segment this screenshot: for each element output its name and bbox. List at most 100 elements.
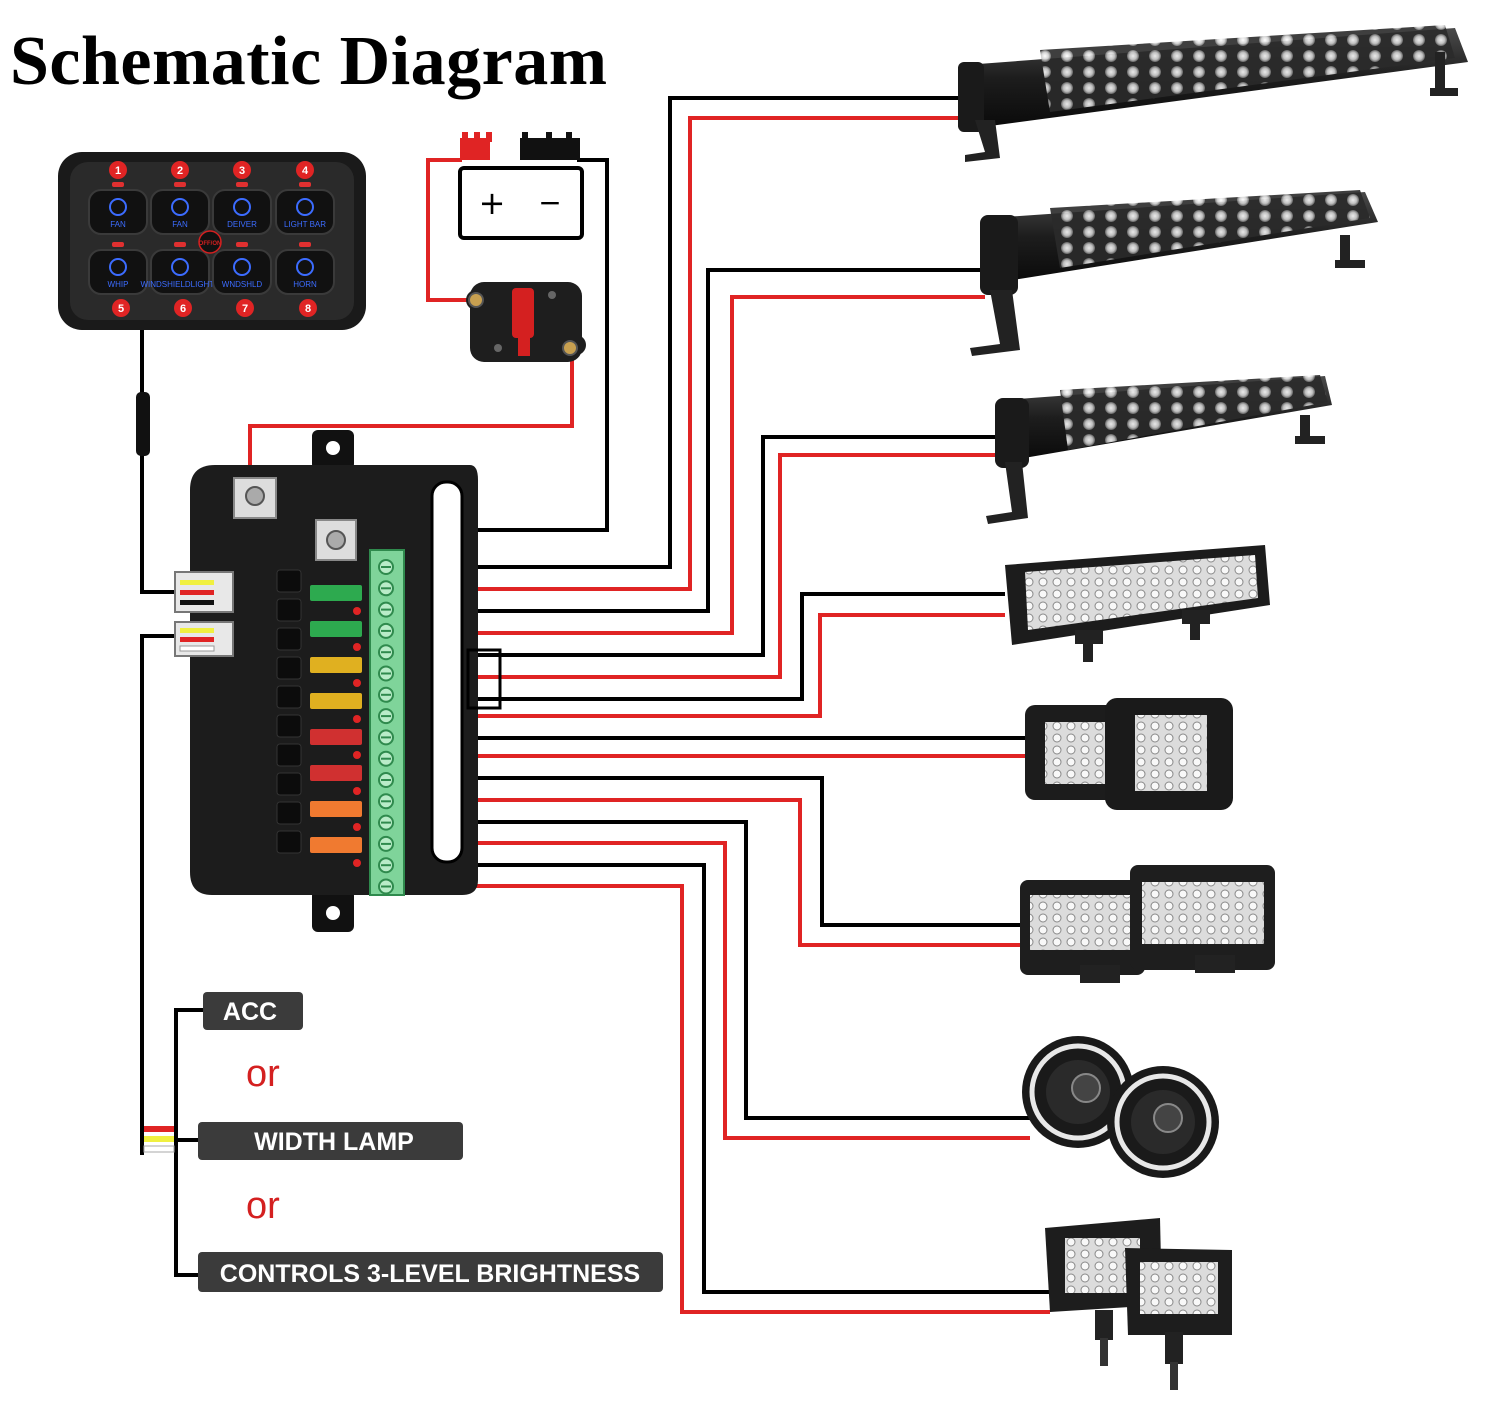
wire-black-19 — [174, 1008, 205, 1140]
switch-glyph-icon — [109, 258, 127, 276]
or-label-1: or — [246, 1053, 280, 1095]
svg-text:1: 1 — [115, 165, 121, 177]
switch-button-label: HORN — [293, 280, 317, 289]
wire-black-5 — [405, 435, 1000, 657]
relay-8 — [276, 772, 302, 796]
terminal-5 — [378, 644, 394, 661]
power-label: OFF/ON — [199, 241, 222, 247]
switch-number-badge: 8 — [299, 299, 317, 317]
switch-button-8[interactable]: HORN — [275, 242, 335, 295]
relay-3 — [276, 627, 302, 651]
switch-button-label: FAN — [172, 220, 188, 229]
terminal-7 — [378, 686, 394, 703]
svg-text:7: 7 — [242, 303, 248, 315]
relay-fuse-box — [174, 430, 502, 932]
terminal-6 — [378, 665, 394, 682]
switch-glyph-icon — [171, 198, 189, 216]
wire-red-12 — [405, 798, 1020, 947]
switch-button-3[interactable]: DEIVER — [212, 182, 272, 235]
relay-4 — [276, 656, 302, 680]
terminal-16 — [378, 878, 394, 895]
switch-glyph-icon — [296, 258, 314, 276]
fuse-4 — [310, 693, 362, 723]
svg-text:5: 5 — [118, 303, 124, 315]
terminal-3 — [378, 601, 394, 618]
switch-button-4[interactable]: LIGHT BAR — [275, 182, 335, 235]
switch-number-badge: 3 — [233, 161, 251, 179]
wire-black-7 — [405, 592, 1005, 701]
or-label-2: or — [246, 1185, 280, 1227]
acc-wire-stub — [143, 1126, 175, 1153]
wire-black-3 — [405, 268, 985, 613]
terminal-1 — [378, 559, 394, 575]
wire-black-17 — [140, 330, 180, 594]
switch-button-label: WHIP — [108, 280, 129, 289]
fuse-2 — [310, 621, 362, 651]
wire-black-15 — [405, 863, 1050, 1294]
switch-button-2[interactable]: FAN — [150, 182, 210, 235]
switch-number-badge: 1 — [109, 161, 127, 179]
side-shooter-lights — [1020, 865, 1275, 983]
switch-number-badge: 7 — [236, 299, 254, 317]
brightness-option: CONTROLS 3-LEVEL BRIGHTNESS — [198, 1252, 663, 1292]
terminal-2 — [378, 580, 394, 597]
acc-option: ACC — [203, 992, 303, 1030]
switch-glyph-icon — [109, 198, 127, 216]
switch-button-label: FAN — [110, 220, 126, 229]
relay-6 — [276, 714, 302, 738]
wire-black-11 — [405, 776, 1020, 927]
pod-lights — [1045, 1218, 1232, 1390]
wire-red-23 — [248, 348, 574, 484]
battery-plus-label: + — [479, 184, 506, 222]
power-switch-icon[interactable] — [198, 230, 222, 254]
terminal-4 — [378, 622, 394, 639]
light-bar-4 — [1005, 545, 1270, 662]
acc-label: ACC — [223, 998, 277, 1026]
switch-button-label: LIGHT BAR — [284, 220, 326, 229]
terminal-10 — [378, 750, 394, 767]
harness-connector-1 — [174, 571, 234, 613]
diagram-title: Schematic Diagram — [10, 23, 608, 100]
width-lamp-option: WIDTH LAMP — [198, 1122, 463, 1160]
svg-text:2: 2 — [177, 165, 183, 177]
relay-10 — [276, 830, 302, 854]
light-bar-2 — [970, 190, 1378, 356]
svg-text:3: 3 — [239, 165, 245, 177]
switch-glyph-icon — [233, 198, 251, 216]
battery-minus-label: − — [538, 186, 561, 219]
relay-5 — [276, 685, 302, 709]
fuse-1 — [310, 585, 362, 615]
battery: + − — [458, 132, 584, 240]
switch-number-badge: 2 — [171, 161, 189, 179]
terminal-12 — [378, 793, 394, 810]
round-headlights — [1022, 1036, 1219, 1178]
light-bar-3 — [986, 375, 1332, 524]
terminal-11 — [378, 772, 394, 788]
relay-9 — [276, 801, 302, 825]
fuse-3 — [310, 657, 362, 687]
wire-red-6 — [405, 453, 1000, 679]
wire-red-2 — [405, 116, 965, 591]
wire-black-21 — [174, 1140, 198, 1277]
relay-2 — [276, 598, 302, 622]
fuse-8 — [310, 837, 362, 867]
circuit-breaker — [466, 282, 586, 362]
light-bar-1 — [958, 25, 1468, 162]
switch-button-7[interactable]: WNDSHLD — [212, 242, 272, 295]
switch-button-5[interactable]: WHIP — [88, 242, 148, 295]
switch-button-1[interactable]: FAN — [88, 182, 148, 235]
switch-button-6[interactable]: WINDSHIELDLIGHTS — [140, 242, 220, 295]
wire-red-14 — [405, 841, 1030, 1140]
switch-number-badge: 6 — [174, 299, 192, 317]
harness-connector-2 — [174, 621, 234, 657]
wire-black-18 — [140, 634, 180, 1155]
switch-button-label: WNDSHLD — [222, 280, 263, 289]
terminal-14 — [378, 835, 394, 852]
wire-black-1 — [405, 96, 965, 569]
svg-text:6: 6 — [180, 303, 186, 315]
svg-text:4: 4 — [302, 165, 309, 177]
terminal-13 — [378, 814, 394, 831]
relay-1 — [276, 569, 302, 593]
wire-red-22 — [426, 158, 473, 302]
